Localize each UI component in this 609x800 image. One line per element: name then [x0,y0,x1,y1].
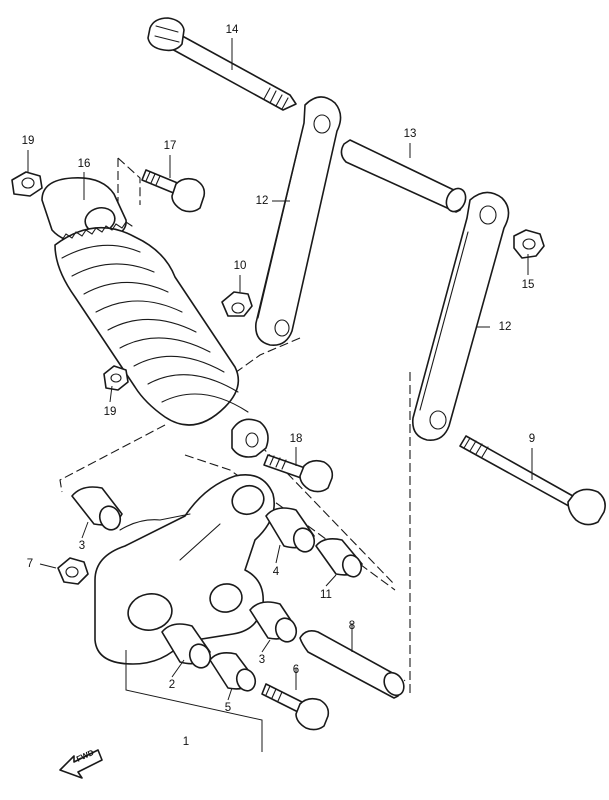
callout-6: 6 [293,664,299,676]
collar-8 [299,630,405,699]
nut-10 [221,291,253,317]
callout-9: 9 [529,433,535,445]
callout-7: 7 [27,558,33,570]
long-bolt-14 [147,17,297,111]
callout-17: 17 [164,140,177,152]
nut-7 [57,557,89,585]
assembly-bracket-1 [125,650,263,752]
link-plate-12-left [254,96,342,347]
callout-5: 5 [225,702,231,714]
cushion-lever-1 [94,474,275,665]
bushing-3-left [71,486,123,531]
shock-absorber-16 [41,177,269,458]
callout-10: 10 [234,260,247,272]
bolt-9 [459,435,606,526]
callout-2: 2 [169,679,175,691]
callout-4: 4 [273,566,280,578]
nut-15 [513,229,545,259]
bushing-3-bottom [249,601,298,643]
bushing-4 [265,507,316,553]
collar-13 [340,139,467,213]
callout-12-left: 12 [256,195,269,207]
nut-19-bottom [103,365,129,391]
collar-11 [315,538,363,578]
callout-8: 8 [349,620,355,632]
callout-3-bottom: 3 [259,654,265,666]
link-plate-12-right [411,191,510,442]
callout-18: 18 [290,433,303,445]
callout-leaders [27,38,533,701]
callout-12-right: 12 [499,321,512,333]
bolt-17 [141,169,206,213]
nut-19-top [11,171,43,197]
callout-19-top: 19 [22,135,35,147]
bolt-18 [263,454,334,493]
callout-16: 16 [78,158,91,170]
collar-5 [209,652,257,692]
callout-11: 11 [320,589,332,601]
callout-19-bottom: 19 [104,406,117,418]
bolt-6 [261,683,330,731]
callout-14: 14 [226,24,239,36]
callout-labels: 14 13 19 16 17 12 10 15 12 19 18 9 3 7 4… [22,24,536,748]
bushing-2 [161,623,212,669]
callout-15: 15 [522,279,535,291]
callout-3-left: 3 [79,540,85,552]
callout-13: 13 [404,128,417,140]
callout-1: 1 [183,736,189,748]
forward-arrow-icon: FWD [59,748,103,779]
